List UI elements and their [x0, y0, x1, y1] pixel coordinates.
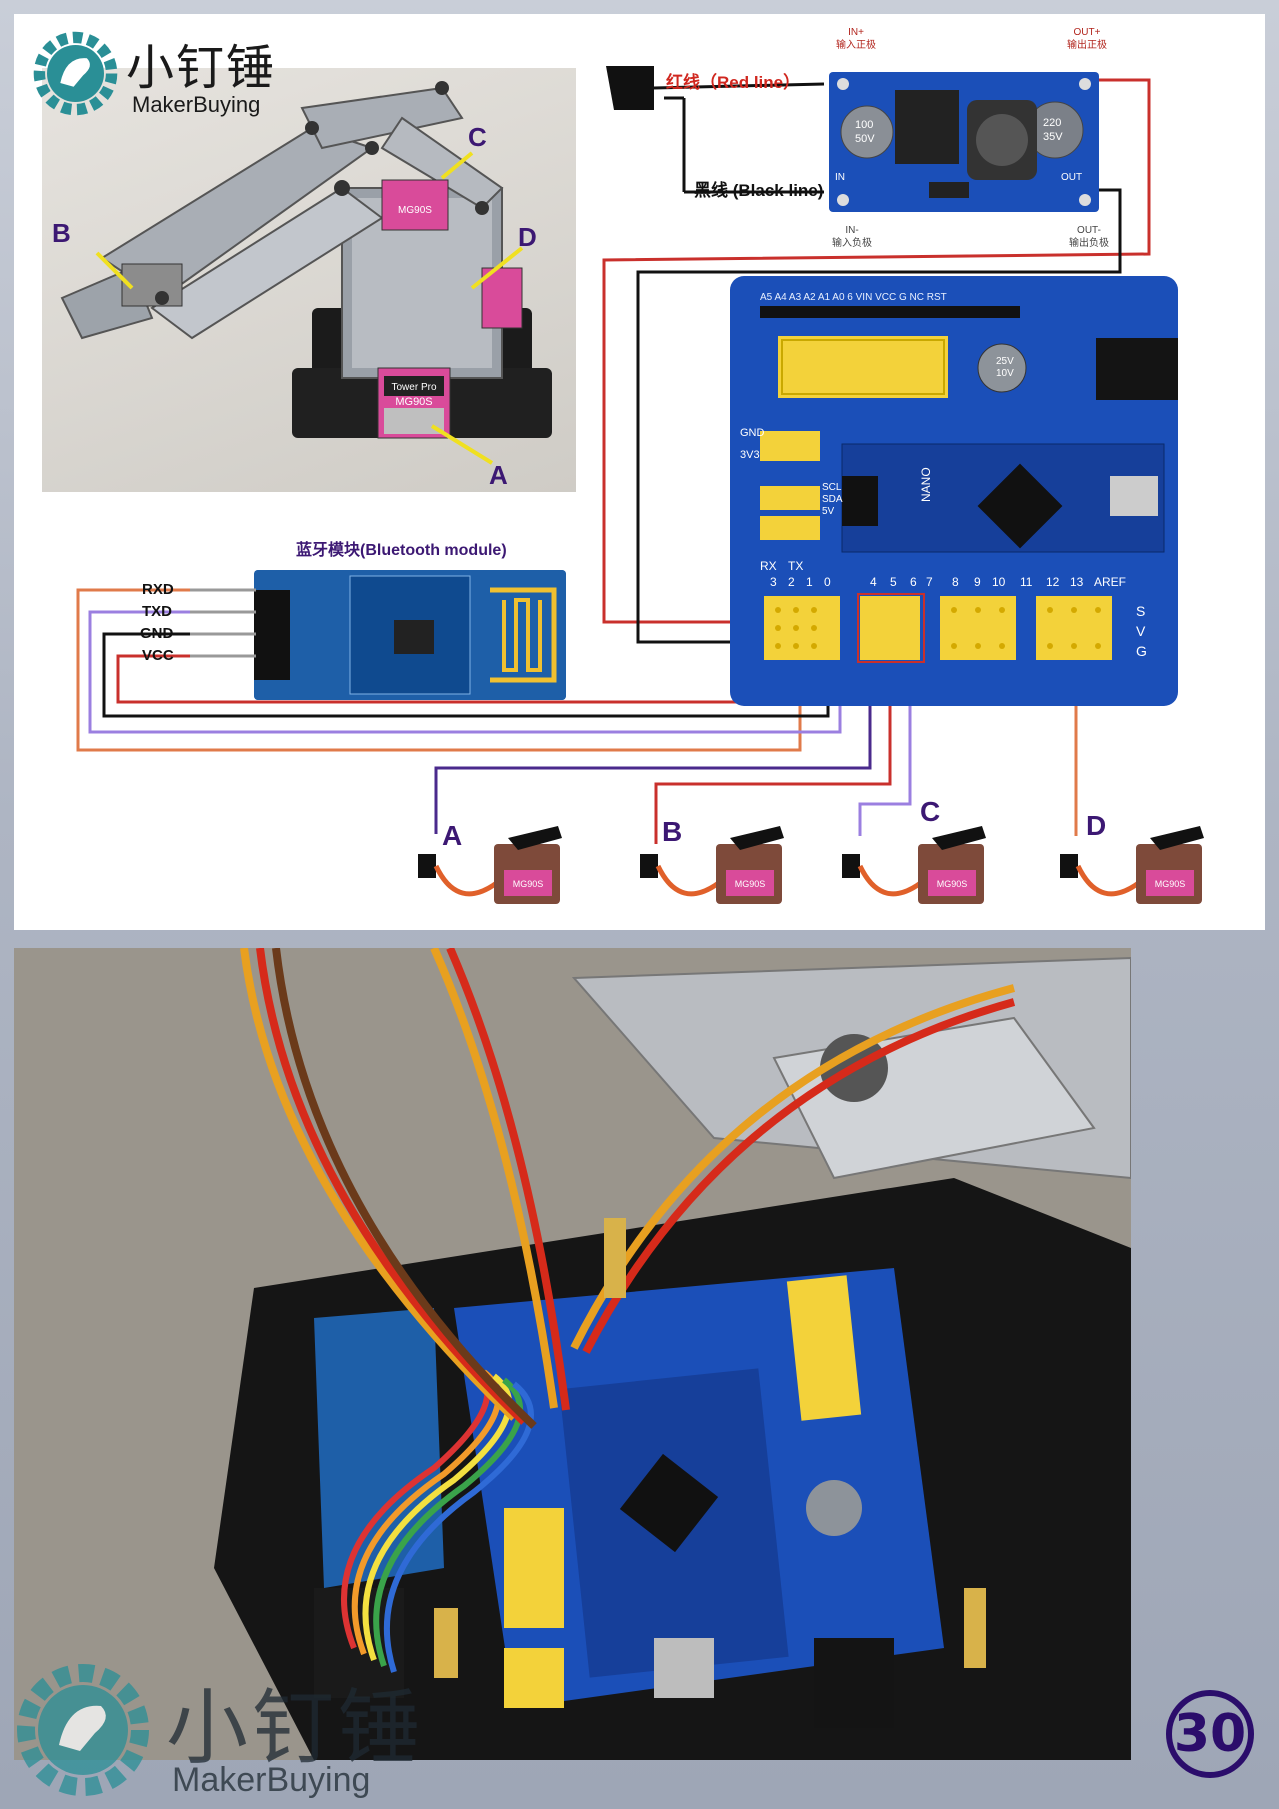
in-plus-cn-text: 输入正极 [836, 40, 876, 51]
servo-a-model-text: MG90S [395, 396, 432, 408]
side-label-5v: 5V [822, 506, 835, 517]
board-in-text: IN [835, 172, 845, 183]
out-minus-text: OUT- [1077, 225, 1101, 236]
servo-a-brand-text: Tower Pro [391, 382, 436, 393]
servo-label-d: D [1086, 810, 1107, 841]
pin-10: 10 [992, 575, 1006, 589]
side-label-sda: SDA [822, 494, 843, 505]
pin-13: 13 [1070, 575, 1084, 589]
pin-2: 2 [788, 575, 795, 589]
in-plus-text: IN+ [848, 27, 864, 38]
black-line-label: 黑线 (Black line) [694, 181, 824, 200]
side-label-s: S [1136, 603, 1145, 619]
pin-6: 6 [910, 575, 917, 589]
cap-35v-text: 35V [1043, 131, 1063, 143]
logo-chinese-text: 小钉锤 [126, 40, 277, 96]
pin-8: 8 [952, 575, 959, 589]
servo-motor-d: MG90S [1060, 826, 1204, 904]
servo-label-c: C [920, 796, 941, 827]
servo-a-model: MG90S [513, 879, 544, 889]
servo-motor-a: MG90S [418, 826, 562, 904]
pin-11: 11 [1020, 575, 1033, 589]
pin-0: 0 [824, 575, 831, 589]
in-minus-cn-text: 输入负极 [832, 238, 872, 249]
side-label-g: G [1136, 643, 1147, 659]
cap-100-text: 100 [855, 119, 873, 131]
pin-7: 7 [926, 575, 933, 589]
servo-b-model: MG90S [735, 879, 766, 889]
buck-converter-board: OUT IN 220 35V 100 50V [829, 72, 1099, 212]
nano-label-text: NANO [919, 467, 933, 502]
wiring-diagram-panel: 小钉锤 MakerBuying Tower Pro MG90S MG90S [14, 14, 1265, 930]
servo-motor-b: MG90S [640, 826, 784, 904]
pin-12: 12 [1046, 575, 1060, 589]
brand-logo-bottom: 小钉锤 MakerBuying [8, 1655, 428, 1805]
servo-c-model: MG90S [937, 879, 968, 889]
servo-label-a: A [442, 820, 463, 851]
page-number: 30 [1166, 1690, 1254, 1778]
servo-d-model: MG90S [1155, 879, 1186, 889]
shield-top-header-text: A5 A4 A3 A2 A1 A0 6 VIN VCC G NC RST [760, 292, 947, 303]
servo-label-b: B [662, 816, 683, 847]
arm-label-a: A [489, 460, 508, 490]
side-label-v: V [1136, 623, 1146, 639]
out-plus-text: OUT+ [1073, 27, 1101, 38]
out-minus-label: OUT- 输出负极 [1054, 224, 1124, 250]
brand-logo: 小钉锤 MakerBuying [28, 26, 288, 121]
bluetooth-module-board [254, 570, 566, 700]
nano-expansion-shield: A5 A4 A3 A2 A1 A0 6 VIN VCC G NC RST 25V… [730, 276, 1178, 706]
in-plus-label: IN+ 输入正极 [826, 26, 886, 52]
gear-logo-icon-bottom [17, 1664, 149, 1796]
bt-pin-vcc: VCC [142, 647, 174, 664]
side-label-scl: SCL [822, 482, 842, 493]
assembly-photo-illustration [14, 948, 1131, 1760]
pin-3: 3 [770, 575, 777, 589]
side-label-rx: RX [760, 559, 777, 573]
robot-arm-photo: Tower Pro MG90S MG90S A B C D [42, 68, 576, 492]
in-minus-text: IN- [845, 225, 859, 236]
robot-arm-illustration: Tower Pro MG90S MG90S [60, 81, 552, 465]
bt-pin-rxd: RXD [142, 581, 174, 598]
gear-logo-icon [33, 31, 118, 116]
out-minus-cn-text: 输出负极 [1069, 238, 1109, 249]
pin-9: 9 [974, 575, 981, 589]
servo-motor-c: MG90S [842, 826, 986, 904]
assembly-photo-panel [14, 948, 1131, 1760]
out-plus-cn-text: 输出正极 [1067, 40, 1107, 51]
bt-pin-gnd: GND [140, 625, 174, 642]
side-label-tx: TX [788, 559, 803, 573]
board-out-text: OUT [1061, 172, 1082, 183]
cap-220-text: 220 [1043, 117, 1061, 129]
cap-50v-text: 50V [855, 133, 875, 145]
side-label-gnd: GND [740, 427, 765, 439]
pin-4: 4 [870, 575, 877, 589]
arm-label-c: C [468, 122, 487, 152]
bluetooth-module-title: 蓝牙模块(Bluetooth module) [296, 542, 507, 559]
pin-5: 5 [890, 575, 897, 589]
bt-header-pins [190, 588, 256, 658]
out-plus-label: OUT+ 输出正极 [1052, 26, 1122, 52]
in-minus-label: IN- 输入负极 [822, 224, 882, 250]
pin-1: 1 [806, 575, 813, 589]
arm-label-b: B [52, 218, 71, 248]
red-line-label: 红线（Red line） [666, 73, 801, 92]
logo-english-text: MakerBuying [132, 92, 261, 117]
arm-label-d: D [518, 222, 537, 252]
servo-c-model-text: MG90S [398, 205, 432, 216]
pin-aref: AREF [1094, 575, 1126, 589]
bt-pin-txd: TXD [142, 603, 172, 620]
side-label-3v3: 3V3 [740, 449, 760, 461]
dc-jack-connector [606, 66, 654, 110]
logo-chinese-text-bottom: 小钉锤 [166, 1681, 425, 1776]
logo-english-text-bottom: MakerBuying [172, 1761, 371, 1799]
shield-cap-10v-text: 10V [996, 368, 1014, 379]
shield-cap-25v-text: 25V [996, 356, 1014, 367]
